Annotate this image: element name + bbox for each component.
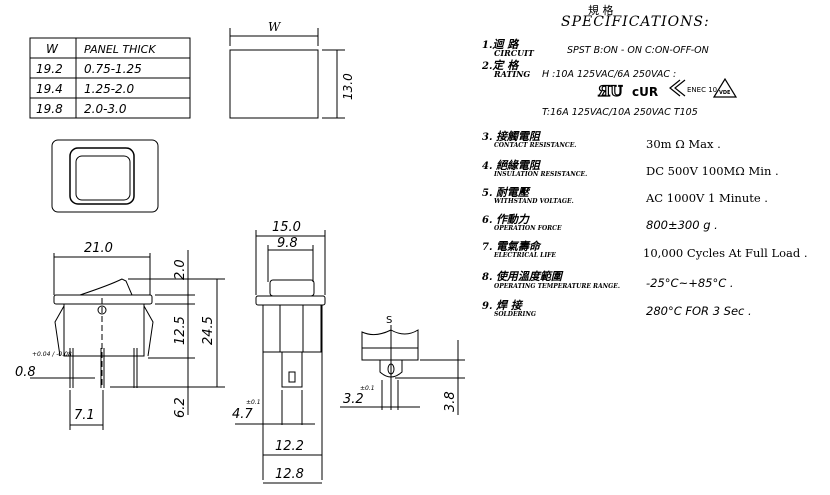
enec-mark-icon xyxy=(669,79,686,97)
vde-mark-icon xyxy=(712,77,738,98)
vde-mark-label: VDE xyxy=(719,90,731,96)
dim-3-2: 3.2 xyxy=(343,392,364,407)
dim-12-5: 12.5 xyxy=(173,316,188,345)
certification-marks: ЯU cUR ENEC 10 VDE xyxy=(597,77,738,101)
dim-24-5: 24.5 xyxy=(201,316,216,345)
dim-15: 15.0 xyxy=(272,220,301,235)
table-cell: 19.2 xyxy=(36,62,63,76)
switch-top-view xyxy=(51,139,159,213)
dim-21: 21.0 xyxy=(84,241,113,256)
table-cell: 0.75-1.25 xyxy=(84,62,142,76)
dim-tolerance: +0.04 / -0.08 xyxy=(32,351,72,358)
panel-thickness-table: W PANEL THICK 19.2 0.75-1.25 19.4 1.25-2… xyxy=(29,37,191,119)
dim-12-8: 12.8 xyxy=(275,467,304,482)
table-cell: 19.8 xyxy=(36,102,63,116)
table-cell: 1.25-2.0 xyxy=(84,82,134,96)
dim-6-2: 6.2 xyxy=(173,397,188,418)
dim-0-8: 0.8 xyxy=(15,365,36,380)
cur-mark-icon: cUR xyxy=(632,85,658,99)
dim-13: 13.0 xyxy=(341,73,355,100)
switch-front-view: 21.0 2.0 12.5 24.5 6.2 0.8 +0.04 / -0.08… xyxy=(15,241,225,430)
dim-3-8: 3.8 xyxy=(443,391,458,412)
dim-tolerance: ±0.1 xyxy=(246,399,261,406)
table-cell: 19.4 xyxy=(36,82,63,96)
spec-title: SPECIFICATIONS: xyxy=(561,14,710,30)
dim-9-8: 9.8 xyxy=(277,236,298,251)
table-header-w: W xyxy=(46,42,59,56)
dim-4-7: 4.7 xyxy=(232,407,253,422)
spec-title-zh: 規 格 xyxy=(588,4,614,17)
panel-cutout: W 13.0 xyxy=(229,20,355,119)
switch-side-view: 15.0 9.8 4.7 ±0.1 12.2 12.8 xyxy=(232,220,326,484)
table-cell: 2.0-3.0 xyxy=(84,102,127,116)
ur-mark-icon: ЯU xyxy=(598,84,623,100)
dim-12-2: 12.2 xyxy=(275,439,304,454)
dim-w: W xyxy=(268,20,282,34)
table-header-panel: PANEL THICK xyxy=(84,43,156,56)
dim-7-1: 7.1 xyxy=(74,408,95,423)
dim-tolerance: ±0.1 xyxy=(360,385,375,392)
enec-mark-label: ENEC 10 xyxy=(687,86,717,94)
terminal-detail: S 3.2 ±0.1 3.8 xyxy=(340,315,465,415)
dim-2: 2.0 xyxy=(173,259,188,280)
detail-label-s: S xyxy=(386,315,392,326)
